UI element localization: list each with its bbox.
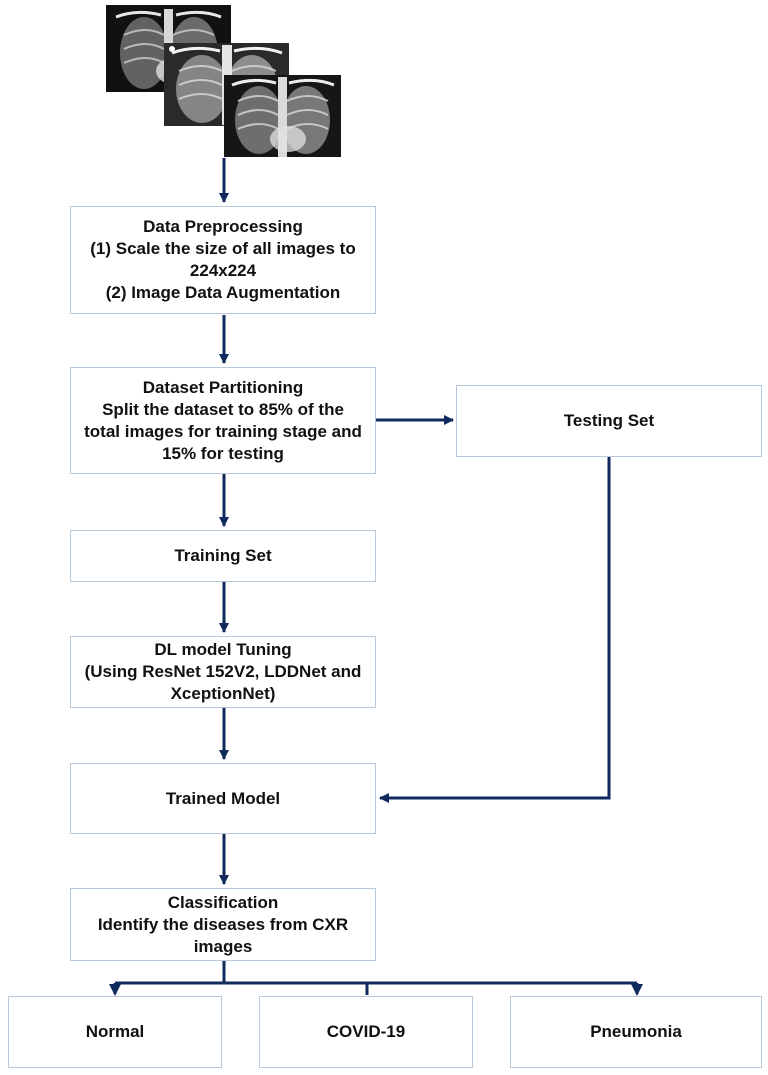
testing-set-label: Testing Set (563, 411, 655, 430)
output-covid-box: COVID-19 (259, 996, 473, 1068)
classification-title: Classification (167, 892, 279, 912)
trained-model-label: Trained Model (165, 788, 281, 808)
partitioning-box: Dataset Partitioning Split the dataset t… (70, 367, 376, 474)
classification-line-2: images (193, 936, 253, 956)
cxr-image-3 (224, 75, 341, 157)
classification-box: Classification Identify the diseases fro… (70, 888, 376, 961)
partitioning-line-3: 15% for testing (162, 443, 284, 463)
preprocessing-title: Data Preprocessing (143, 217, 303, 236)
tuning-box: DL model Tuning (Using ResNet 152V2, LDD… (70, 636, 376, 708)
training-set-label: Training Set (174, 546, 272, 565)
partitioning-title: Dataset Partitioning (142, 377, 304, 397)
arrowhead-pneumonia (631, 984, 643, 996)
testing-set-box: Testing Set (456, 385, 762, 457)
preprocessing-step-2: (2) Image Data Augmentation (105, 283, 341, 302)
output-covid-label: COVID-19 (326, 1022, 406, 1041)
arrow-testing-to-trained (379, 457, 611, 803)
partitioning-line-2: total images for training stage and (84, 421, 362, 441)
output-pneumonia-box: Pneumonia (510, 996, 762, 1068)
preprocessing-step-1: (1) Scale the size of all images to (90, 239, 356, 258)
training-set-box: Training Set (70, 530, 376, 582)
output-pneumonia-label: Pneumonia (590, 1022, 682, 1041)
output-normal-label: Normal (85, 1022, 145, 1041)
partitioning-line-1: Split the dataset to 85% of the (102, 399, 344, 419)
output-normal-box: Normal (8, 996, 222, 1068)
tuning-line-1: (Using ResNet 152V2, LDDNet and (84, 662, 362, 681)
preprocessing-box: Data Preprocessing (1) Scale the size of… (70, 206, 376, 314)
tuning-line-2: XceptionNet) (170, 684, 276, 703)
classification-line-1: Identify the diseases from CXR (97, 914, 349, 934)
preprocessing-step-1-size: 224x224 (189, 261, 257, 280)
trained-model-box: Trained Model (70, 763, 376, 834)
arrowhead-normal (109, 984, 121, 996)
tuning-title: DL model Tuning (154, 640, 292, 659)
